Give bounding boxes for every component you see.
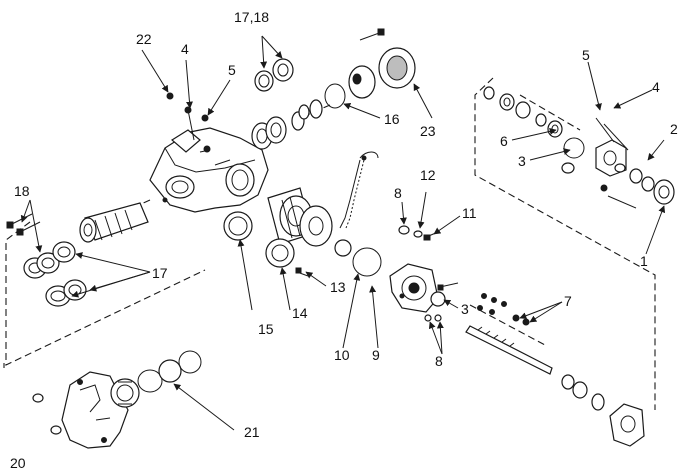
group-outline-left (3, 221, 206, 368)
ball-chain (339, 159, 365, 229)
callout-5-right: 5 (582, 47, 590, 63)
callout-13: 13 (330, 279, 346, 295)
callout-22: 22 (136, 31, 152, 47)
adjuster-plug-10 (334, 239, 382, 277)
seal-ring-15 (223, 211, 253, 241)
callout-4-left: 4 (181, 41, 189, 57)
callout-4-right: 4 (652, 79, 660, 95)
group-outline-right (474, 77, 656, 410)
callout-16: 16 (384, 111, 400, 127)
worm-shaft (465, 325, 553, 375)
callout-3-centre: 3 (461, 301, 469, 317)
callout-8-bottom: 8 (435, 353, 443, 369)
callout-15: 15 (258, 321, 274, 337)
callout-2: 2 (670, 121, 678, 137)
callout-18: 18 (14, 183, 30, 199)
callout-11: 11 (462, 205, 477, 221)
valve-housing (389, 263, 439, 313)
callout-9: 9 (372, 347, 380, 363)
orings-7 (477, 293, 530, 326)
fittings-8-12-11 (398, 225, 439, 241)
bearing-14 (265, 238, 295, 268)
worm-gear-assembly (267, 187, 333, 247)
upper-bearing-stack (251, 28, 416, 150)
callout-14: 14 (292, 305, 308, 321)
sector-shaft (79, 202, 149, 243)
callout-5-left: 5 (228, 62, 236, 78)
ball-guide-clamp (359, 151, 379, 161)
callout-labels: 22 4 5 17,18 16 23 18 17 21 20 15 14 13 … (10, 9, 678, 471)
callout-17-18-top: 17,18 (234, 9, 269, 25)
gear-housing (149, 127, 269, 213)
callout-1: 1 (640, 253, 648, 269)
retaining-rings-21 (137, 350, 202, 393)
callout-20: 20 (10, 455, 26, 471)
pitman-end (561, 374, 645, 447)
callout-21: 21 (244, 424, 260, 440)
cover-bolts-20 (32, 393, 62, 435)
callout-7: 7 (564, 293, 572, 309)
adjuster-stack-right (483, 86, 675, 209)
seal-3-and-8 (424, 282, 459, 322)
callout-10: 10 (334, 347, 350, 363)
callout-3-right: 3 (518, 153, 526, 169)
seal-ring-stack-17 (23, 241, 87, 307)
callout-17: 17 (152, 265, 168, 281)
callout-6: 6 (500, 133, 508, 149)
callout-8-top: 8 (394, 185, 402, 201)
leader-lines (20, 35, 666, 431)
callout-23: 23 (420, 123, 436, 139)
side-cover (61, 371, 140, 449)
callout-12: 12 (420, 167, 436, 183)
